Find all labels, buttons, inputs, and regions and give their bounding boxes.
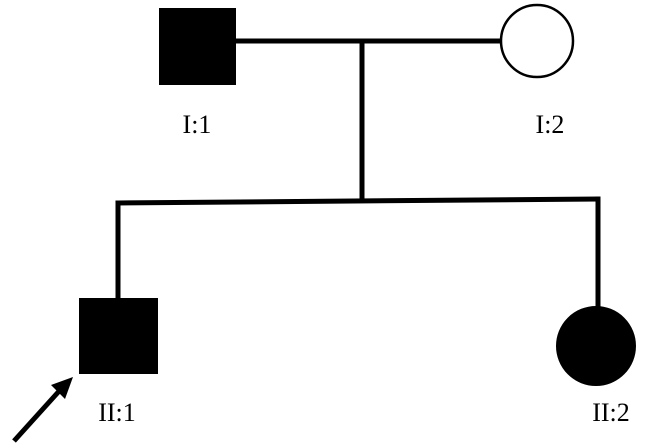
individual-ii-1-symbol [79, 298, 158, 374]
individual-i-2-label: I:2 [536, 110, 565, 139]
proband-arrow-icon [12, 377, 73, 443]
individual-i-2-symbol [499, 3, 575, 79]
individual-i-1-symbol [159, 8, 236, 85]
individual-i-1-label: I:1 [183, 110, 212, 139]
individual-ii-2-symbol [556, 306, 636, 386]
individual-ii-2-label: II:2 [592, 398, 630, 427]
sibship-line [115, 196, 601, 206]
individual-ii-1-label: II:1 [98, 398, 136, 427]
